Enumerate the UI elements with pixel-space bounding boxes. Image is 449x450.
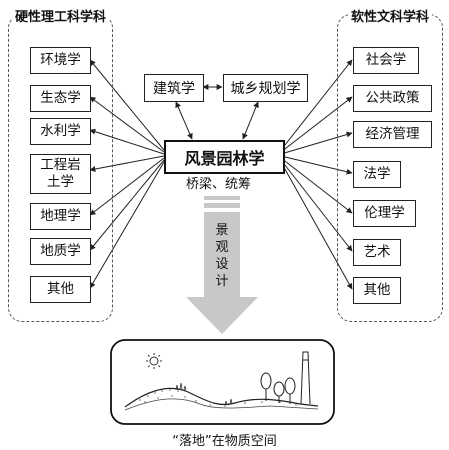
tree-icon: [260, 372, 296, 404]
left-item-environment: 环境学: [30, 47, 91, 74]
landscape-illustration: [110, 339, 335, 425]
bottom-caption: “落地”在物质空间: [172, 434, 277, 449]
landscape-design-label: 景 观 设 计: [215, 223, 229, 289]
top-connectors: [175, 84, 259, 140]
sun-icon: [146, 353, 162, 369]
center-subtitle: 桥梁、统筹: [186, 177, 252, 192]
down-arrow: [186, 196, 258, 334]
right-panel-title: 软性文科学科: [347, 6, 433, 25]
right-item-ethics: 伦理学: [353, 200, 416, 227]
left-item-hydraulics: 水利学: [30, 118, 91, 145]
left-item-ecology: 生态学: [30, 85, 91, 112]
architecture-box: 建筑学: [144, 74, 204, 102]
left-item-geology: 地质学: [30, 238, 91, 265]
hard-science-panel: 硬性理工科学科: [8, 6, 113, 322]
right-item-sociology: 社会学: [353, 47, 419, 74]
left-item-geography: 地理学: [30, 203, 91, 230]
urban-rural-planning-box: 城乡规划学: [223, 74, 308, 102]
landscape-architecture-box: 风景园林学: [164, 140, 285, 174]
soft-humanities-panel: 软性文科学科: [337, 6, 443, 322]
right-item-other: 其他: [353, 277, 401, 304]
left-item-other: 其他: [30, 276, 91, 303]
left-item-geotechnical: 工程岩 土学: [30, 154, 91, 194]
chimney-icon: [300, 351, 311, 405]
right-item-law: 法学: [353, 161, 401, 188]
bush-icon: [175, 382, 233, 406]
right-item-economic-management: 经济管理: [353, 121, 432, 148]
left-connectors: [89, 59, 165, 289]
left-panel-title: 硬性理工科学科: [11, 6, 110, 25]
right-item-public-policy: 公共政策: [353, 85, 432, 112]
right-connectors: [280, 59, 353, 290]
right-item-art: 艺术: [353, 239, 401, 266]
